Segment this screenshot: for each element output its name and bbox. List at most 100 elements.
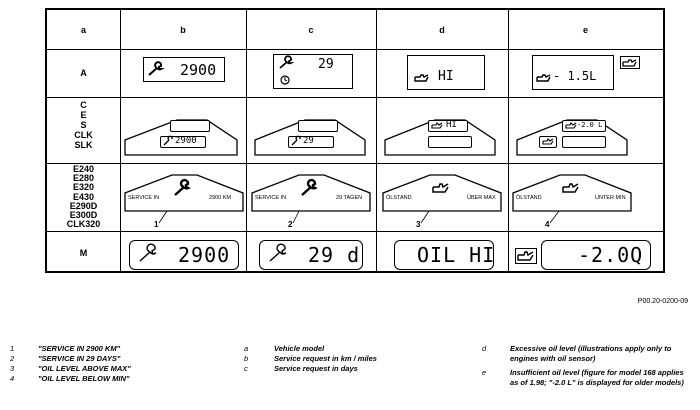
lcd-display-A-b: 2900: [143, 57, 225, 82]
legend-item: 4 "OIL LEVEL BELOW MIN": [10, 374, 131, 384]
legend-value: Service request in days: [274, 364, 358, 373]
grid-line: [120, 10, 121, 271]
grid-line: [47, 163, 663, 164]
legend-key-d: d: [482, 344, 487, 353]
lcd-display-A-e: - 1.5L: [532, 55, 614, 90]
legend-numbered: 1"SERVICE IN 2900 KM" 2"SERVICE IN 29 DA…: [10, 344, 131, 384]
lcd-value: 2900: [175, 136, 197, 146]
row-label-ces: C E S CLK SLK: [47, 100, 120, 150]
oil-can-icon: [414, 74, 429, 82]
callout-2: 2: [288, 220, 293, 229]
legend-item: b Service request in km / miles: [244, 354, 377, 364]
legend-key: 4: [10, 374, 15, 383]
grid-line: [47, 231, 663, 232]
cluster-slot-display: -2.0 L: [562, 120, 606, 132]
cluster-slot-display: 29: [288, 135, 334, 148]
row-label-line: E240: [72, 164, 95, 174]
row-label-A: A: [80, 68, 87, 78]
lcd-value: HI: [446, 120, 457, 130]
col-header-b: b: [180, 25, 186, 35]
oil-can-icon: [622, 59, 637, 67]
legend-item: c Service request in days: [244, 364, 377, 374]
row-label-line: S: [80, 120, 87, 130]
wrench-icon: [269, 243, 287, 262]
cluster-slot-bottom: [428, 136, 472, 148]
col-header-e: e: [582, 25, 588, 35]
legend-value: "OIL LEVEL BELOW MIN": [38, 374, 130, 383]
wrench-icon: [301, 178, 318, 196]
legend-text-e: Insufficient oil level (figure for model…: [510, 368, 684, 387]
legend-value: "OIL LEVEL ABOVE MAX": [38, 364, 131, 373]
row-label-line: C: [80, 100, 87, 110]
legend-item: 3 "OIL LEVEL ABOVE MAX": [10, 364, 131, 374]
legend-value: "SERVICE IN 29 DAYS": [38, 354, 121, 363]
wrench-icon: [148, 61, 165, 76]
col-header-d: d: [439, 25, 445, 35]
callout-1: 1: [154, 220, 159, 229]
lcd-value: 29: [318, 57, 334, 72]
row-label-e-class: E240 E280 E320 E430 E290D E300D CLK320: [47, 164, 120, 229]
oil-can-icon: [562, 183, 579, 193]
cluster-text-right: 29 TAGEN: [336, 195, 363, 201]
cluster-text-right: ÜBER MAX: [467, 195, 496, 201]
display-value: 2900: [178, 243, 231, 267]
oil-can-icon: [542, 138, 554, 145]
oil-can-icon: [536, 74, 551, 82]
clock-icon: [280, 75, 290, 85]
display-value: 29 d: [308, 243, 361, 267]
cluster-text-left: ÖLSTAND: [516, 195, 542, 201]
cluster-text-right: UNTER MIN: [595, 195, 626, 201]
legend-item: 2"SERVICE IN 29 DAYS": [10, 354, 131, 364]
row-label-M: M: [79, 248, 88, 258]
cluster-text-right: 2900 KM: [209, 195, 232, 201]
oil-warning-lamp: [539, 136, 557, 148]
cluster-text-left: SERVICE IN: [255, 195, 287, 201]
cluster-slot-top: [170, 120, 210, 132]
oil-can-icon: [432, 183, 449, 193]
legend-text-d: Excessive oil level (illustrations apply…: [510, 344, 672, 363]
row-label-line: E: [80, 110, 87, 120]
legend-key: c: [244, 364, 248, 373]
legend-key-e: e: [482, 368, 487, 377]
wrench-icon: [174, 178, 191, 196]
legend-item: 1"SERVICE IN 2900 KM": [10, 344, 131, 354]
oil-can-icon: [517, 251, 534, 261]
legend-key: b: [244, 354, 249, 363]
lcd-value: -2.0 L: [577, 121, 603, 129]
grid-line: [508, 10, 509, 271]
wrench-icon: [139, 243, 157, 262]
display-M-b: 2900: [129, 240, 239, 270]
legend-key: a: [244, 344, 249, 353]
oil-warning-lamp: [515, 248, 537, 264]
cluster-text-left: ÖLSTAND: [386, 195, 412, 201]
col-header-c: c: [308, 25, 314, 35]
cluster-slot-display: 2900: [160, 135, 206, 148]
row-label-line: E300D: [69, 210, 98, 221]
legend-key: 3: [10, 364, 15, 373]
oil-can-icon: [565, 122, 577, 129]
service-indicator-table: a b c d e A C E S CLK SLK E240 E280 E320…: [45, 8, 665, 273]
grid-line: [376, 10, 377, 271]
display-M-d: OIL HI: [394, 240, 494, 270]
callout-3: 3: [416, 220, 421, 229]
instrument-cluster-outlines-e: [124, 174, 632, 224]
grid-line: [246, 10, 247, 271]
lcd-value: 2900: [180, 61, 217, 79]
row-label-line: CLK: [74, 130, 93, 140]
grid-line: [47, 97, 663, 98]
display-M-c: 29 d: [259, 240, 363, 270]
legend-value: Service request in km / miles: [274, 354, 377, 363]
row-label-line: E280: [72, 173, 95, 184]
wrench-icon: [291, 135, 301, 146]
cluster-slot-display: HI: [428, 120, 468, 132]
lcd-value: 29: [303, 136, 314, 146]
callout-4: 4: [545, 220, 550, 229]
figure-reference-code: P00.20-0200-09: [637, 298, 688, 305]
row-label-line: E430: [72, 191, 95, 202]
lcd-value: - 1.5L: [553, 69, 597, 83]
wrench-icon: [279, 55, 295, 69]
grid-line: [47, 49, 663, 50]
wrench-icon: [163, 135, 173, 146]
